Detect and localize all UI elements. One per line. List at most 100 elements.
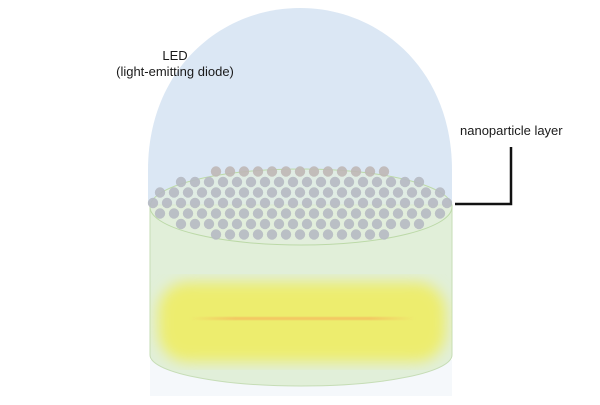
led-title: LED — [162, 48, 188, 63]
nanoparticle — [308, 208, 320, 219]
nanoparticle — [287, 176, 299, 188]
nanoparticle — [308, 166, 320, 177]
nanoparticle — [273, 176, 285, 188]
nanoparticle — [273, 197, 285, 209]
nanoparticle — [210, 187, 222, 198]
nanoparticle — [224, 208, 236, 219]
nanoparticle — [259, 197, 271, 209]
nanoparticle — [378, 229, 390, 240]
nanoparticle — [259, 176, 271, 188]
nanoparticle — [217, 218, 229, 230]
nanoparticle — [371, 218, 383, 230]
nanoparticle — [378, 208, 390, 219]
nanoparticle — [238, 229, 250, 240]
nanoparticle — [245, 218, 257, 230]
led-subtitle: (light-emitting diode) — [116, 64, 234, 79]
nanoparticle — [210, 208, 222, 219]
nanoparticle — [245, 176, 257, 188]
emission-glow — [158, 282, 446, 362]
nanoparticle — [357, 218, 369, 230]
nanoparticle — [280, 208, 292, 219]
nanoparticle-layer — [147, 166, 453, 240]
nanoparticle — [399, 176, 411, 188]
nanoparticle — [413, 197, 425, 209]
nanoparticle — [238, 208, 250, 219]
nanoparticle — [399, 218, 411, 230]
nanoparticle — [196, 187, 208, 198]
nanoparticle — [441, 197, 453, 209]
nanoparticle — [182, 208, 194, 219]
nanoparticle — [364, 208, 376, 219]
nanoparticle — [322, 229, 334, 240]
nanoparticle — [259, 218, 271, 230]
nanoparticle — [210, 166, 222, 177]
nanoparticle — [364, 166, 376, 177]
nanoparticle — [266, 229, 278, 240]
nanoparticle — [413, 176, 425, 188]
nanoparticle — [336, 187, 348, 198]
nanoparticle — [329, 218, 341, 230]
nanoparticle — [189, 176, 201, 188]
nanoparticle — [336, 229, 348, 240]
nanoparticle — [378, 187, 390, 198]
nanoparticle — [301, 218, 313, 230]
nanoparticle — [392, 208, 404, 219]
nanoparticle — [343, 197, 355, 209]
nanoparticle — [350, 208, 362, 219]
nanoparticle-layer-label: nanoparticle layer — [460, 123, 563, 138]
led-label: LED (light-emitting diode) — [108, 48, 242, 80]
nanoparticle — [175, 218, 187, 230]
nanoparticle — [315, 197, 327, 209]
nanoparticle — [245, 197, 257, 209]
nanoparticle — [252, 166, 264, 177]
nanoparticle — [385, 218, 397, 230]
nanoparticle — [357, 176, 369, 188]
nanoparticle — [364, 187, 376, 198]
nanoparticle — [175, 176, 187, 188]
nanoparticle — [287, 218, 299, 230]
nanoparticle — [168, 187, 180, 198]
led-dome — [148, 8, 452, 205]
nanoparticle — [371, 197, 383, 209]
nanoparticle — [336, 166, 348, 177]
nanoparticle — [406, 187, 418, 198]
nanoparticle — [147, 197, 159, 209]
nanoparticle — [280, 166, 292, 177]
nanoparticle-callout-line — [455, 147, 513, 206]
nanoparticle — [385, 176, 397, 188]
nanoparticle — [224, 187, 236, 198]
nanoparticle — [252, 187, 264, 198]
nanoparticle — [308, 187, 320, 198]
nanoparticle — [238, 166, 250, 177]
nanoparticle — [301, 197, 313, 209]
nanoparticle — [287, 197, 299, 209]
nanoparticle — [392, 187, 404, 198]
nanoparticle — [329, 197, 341, 209]
nanoparticle — [322, 187, 334, 198]
nanoparticle — [217, 176, 229, 188]
nanoparticle — [252, 229, 264, 240]
nanoparticle — [322, 208, 334, 219]
nanoparticle — [294, 187, 306, 198]
nanoparticle — [273, 218, 285, 230]
nanoparticle — [168, 208, 180, 219]
nanoparticle — [301, 176, 313, 188]
nanoparticle — [231, 176, 243, 188]
nanoparticle — [231, 218, 243, 230]
nanoparticle — [280, 187, 292, 198]
nanoparticle — [294, 166, 306, 177]
nanoparticle — [357, 197, 369, 209]
nanoparticle — [266, 166, 278, 177]
nanoparticle — [154, 208, 166, 219]
nanoparticle — [413, 218, 425, 230]
nanoparticle — [266, 187, 278, 198]
nanoparticle — [224, 229, 236, 240]
nanoparticle — [350, 229, 362, 240]
nanoparticle — [322, 166, 334, 177]
nanoparticle — [189, 218, 201, 230]
nanoparticle — [189, 197, 201, 209]
nanoparticle — [329, 176, 341, 188]
nanoparticle — [280, 229, 292, 240]
nanoparticle — [378, 166, 390, 177]
